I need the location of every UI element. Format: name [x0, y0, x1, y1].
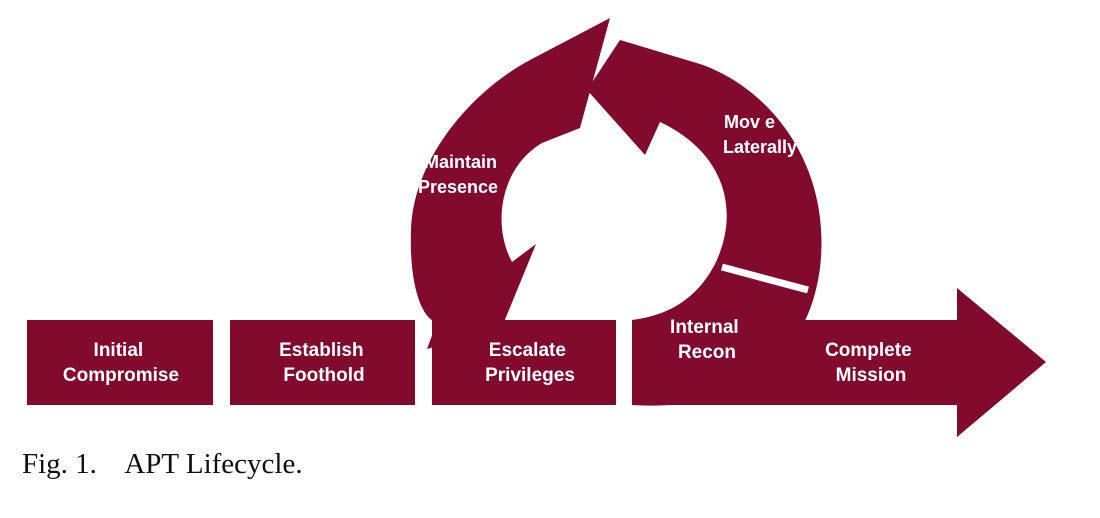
- cycle-box-separator-line: [618, 315, 632, 407]
- stage-establish-foothold-box: [230, 320, 415, 405]
- cycle-move-laterally-arc: [587, 40, 822, 406]
- cycle-move-laterally-label: Mov e Laterally: [723, 112, 797, 157]
- figure-caption-label: Fig. 1.: [22, 448, 97, 480]
- stage-internal-recon-label: Internal Recon: [670, 317, 744, 363]
- stage-complete-mission-label: Complete Mission: [825, 340, 917, 386]
- stage-initial-compromise-label: Initial Compromise: [63, 340, 179, 386]
- stage-initial-compromise-box: [27, 320, 213, 405]
- figure-caption: Fig. 1. APT Lifecycle.: [22, 448, 303, 481]
- cycle-maintain-presence-label: Maintain Presence: [418, 152, 502, 197]
- stage-establish-foothold-label: Establish Foothold: [279, 340, 369, 386]
- cycle-maintain-presence-arc: [410, 18, 610, 349]
- stage-escalate-privileges-label: Escalate Privileges: [485, 340, 575, 386]
- cycle-separator-line: [721, 263, 809, 294]
- figure-caption-text: APT Lifecycle.: [124, 448, 303, 480]
